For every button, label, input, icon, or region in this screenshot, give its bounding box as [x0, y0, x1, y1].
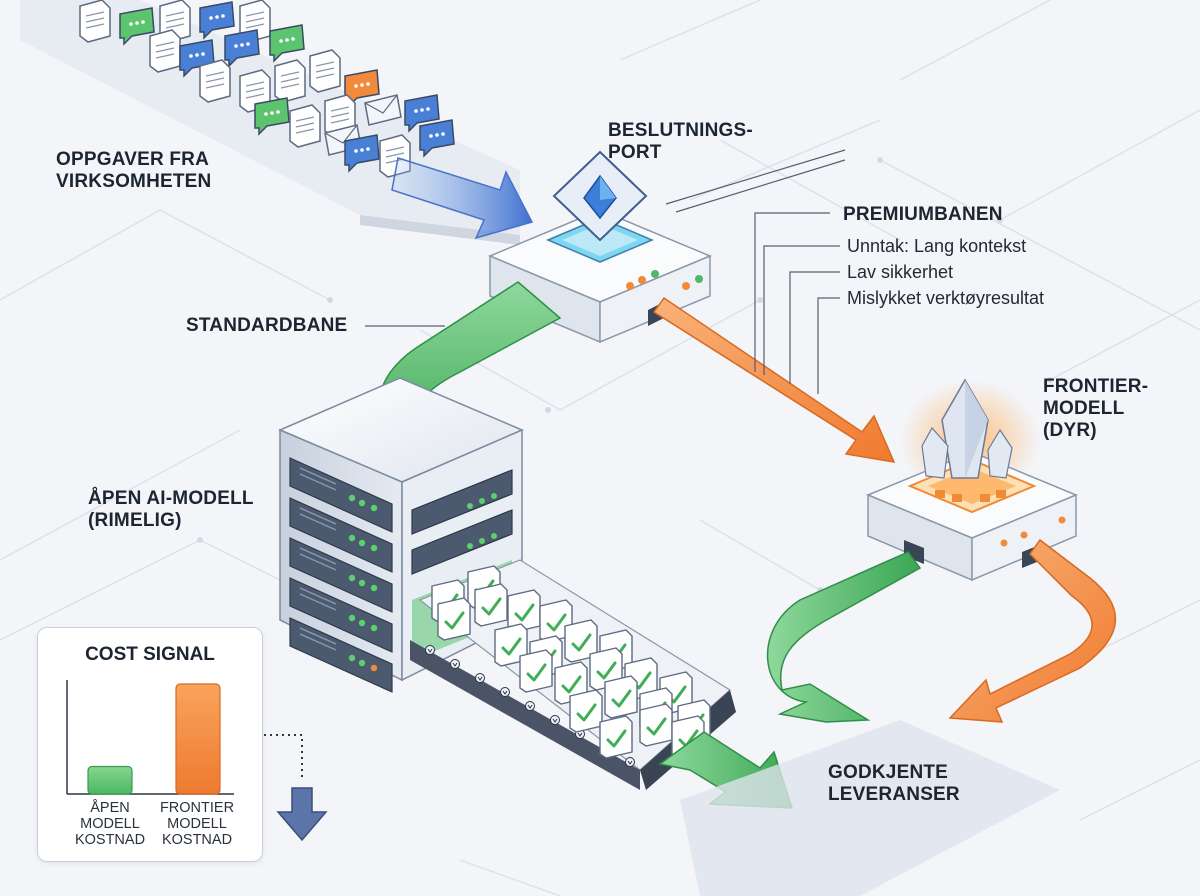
checkmark-icon	[437, 597, 471, 641]
frontier-green-arrow	[766, 551, 922, 723]
chat-bubble-icon	[269, 24, 305, 63]
premium-item: Unntak: Lang kontekst	[847, 236, 1027, 256]
chat-bubble-icon	[179, 39, 215, 78]
document-icon	[199, 59, 231, 103]
open-model-label: ÅPEN AI-MODELL (RIMELIG)	[88, 488, 254, 531]
premium-bracket	[665, 149, 846, 394]
server-slot	[289, 497, 393, 573]
chat-bubble-icon	[419, 119, 455, 158]
task-icons	[79, 0, 455, 178]
chat-bubble-icon	[404, 94, 440, 133]
envelope-icon	[364, 94, 402, 126]
server-slot	[289, 457, 393, 533]
down-arrow-icon	[276, 787, 328, 842]
premium-title: PREMIUMBANEN	[843, 204, 1003, 225]
document-icon	[149, 29, 181, 73]
premium-item: Mislykket verktøyresultat	[847, 288, 1045, 308]
chat-bubble-icon	[254, 97, 290, 136]
cost-bar-open	[87, 765, 133, 795]
gate-label: BESLUTNINGS- PORT	[608, 120, 753, 163]
server-slot	[289, 537, 393, 613]
frontier-label: FRONTIER- MODELL (DYR)	[1043, 376, 1149, 441]
cost-bar-frontier	[175, 683, 221, 795]
checkmark-icon	[519, 649, 553, 693]
approved-label: GODKJENTE LEVERANSER	[828, 762, 960, 805]
crystal-icon	[921, 378, 1013, 479]
open-cost-caption: ÅPEN MODELL KOSTNAD	[74, 800, 146, 848]
document-icon	[309, 49, 341, 93]
checkmark-icon	[569, 689, 603, 733]
frontier-orange-arrow	[948, 538, 1117, 723]
frontier-device	[866, 378, 1078, 582]
checkmark-icon	[599, 715, 633, 759]
standard-label: STANDARDBANE	[186, 315, 348, 336]
chat-bubble-icon	[224, 29, 260, 68]
premium-arrow	[652, 296, 896, 463]
cost-signal-panel: COST SIGNAL ÅPEN MODELL KOSTNAD FRONTIER…	[37, 627, 263, 862]
input-arrow	[391, 157, 534, 240]
premium-item: Lav sikkerhet	[847, 262, 954, 282]
tasks-label: OPPGAVER FRA VIRKSOMHETEN	[56, 149, 212, 192]
chat-bubble-icon	[344, 134, 380, 173]
document-icon	[289, 104, 321, 148]
cost-signal-title: COST SIGNAL	[85, 644, 215, 665]
document-icon	[79, 0, 111, 43]
crystal-icon	[552, 150, 648, 242]
decision-gate	[488, 150, 712, 344]
checkmark-icon	[474, 583, 508, 627]
chat-bubble-icon	[119, 7, 155, 46]
server-slot	[289, 577, 393, 653]
frontier-cost-caption: FRONTIER MODELL KOSTNAD	[159, 800, 235, 848]
cost-chart	[66, 680, 234, 795]
checkmark-icon	[639, 703, 673, 747]
document-icon	[274, 59, 306, 103]
chat-bubble-icon	[199, 1, 235, 40]
checkmark-icon	[604, 675, 638, 719]
deliverables-platform	[680, 720, 1060, 896]
server-slot	[289, 617, 393, 693]
output-conveyor	[410, 559, 736, 790]
